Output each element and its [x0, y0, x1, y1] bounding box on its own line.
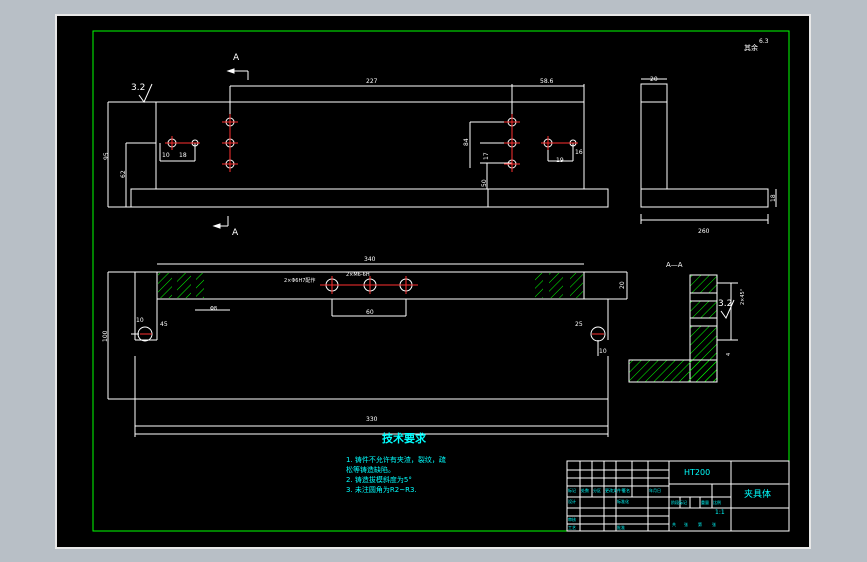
tb-label-approve: 批准 [617, 525, 625, 530]
section-mark-top [226, 68, 249, 80]
tb-label-zone: 分区 [593, 488, 601, 493]
scale: 1:1 [715, 509, 725, 516]
dim-58: 58.6 [540, 78, 554, 85]
tech-requirements-title: 技术要求 [382, 432, 426, 445]
roughness-other-value: 6.3 [759, 38, 769, 45]
roughness-other-prefix: 其余 [744, 44, 758, 52]
section-mark-bottom [212, 216, 229, 229]
dim-19: 19 [556, 157, 564, 164]
side-view [640, 78, 777, 224]
dim-10: 10 [162, 152, 170, 159]
dim-25: 25 [575, 321, 583, 328]
roughness-value-section: 3.2 [718, 299, 733, 309]
tech-requirements-list: 1. 铸件不允许有夹渣，裂纹，疏 松等铸造缺陷。 2. 铸造拔模斜度为5° 3.… [346, 455, 446, 495]
roughness-symbol-top [138, 83, 153, 104]
tb-label-process: 工艺 [568, 525, 576, 530]
dim-chamfer: 2×45° [740, 288, 746, 305]
front-view-centerlines [140, 276, 604, 335]
tech-line-1: 1. 铸件不允许有夹渣，裂纹，疏 [346, 456, 446, 464]
dim-10-left: 10 [136, 317, 144, 324]
dim-100: 100 [102, 330, 109, 342]
roughness-value-top: 3.2 [131, 83, 146, 93]
dim-260: 260 [698, 228, 710, 235]
tb-label-standard: 标准化 [617, 499, 629, 504]
tb-label-total: 共 [672, 522, 676, 527]
section-aa-view [628, 274, 738, 383]
tb-label-no: 第 [698, 522, 702, 527]
dim-18: 18 [179, 152, 187, 159]
tb-label-signature: 签名 [622, 488, 630, 493]
dim-18-side: 18 [770, 194, 777, 202]
dim-20-side: 20 [650, 76, 658, 83]
dim-340: 340 [364, 256, 376, 263]
inner-border [92, 30, 790, 532]
dim-45: 45 [160, 321, 168, 328]
hole-callout-2: 2×M6-6H [346, 272, 370, 278]
dim-20-front: 20 [619, 281, 626, 289]
dim-17: 17 [483, 152, 490, 160]
tb-label-review: 审核 [568, 517, 576, 522]
material: HT200 [684, 468, 711, 477]
tb-label-weight: 重量 [701, 500, 709, 505]
tb-label-date: 年月日 [649, 488, 661, 493]
tech-line-3: 2. 铸造拔模斜度为5° [346, 476, 412, 484]
section-aa-label: A—A [666, 261, 683, 269]
dim-4: 4 [726, 352, 732, 356]
tb-label-count: 处数 [581, 488, 589, 493]
tech-line-2: 松等铸造缺陷。 [346, 466, 395, 474]
dim-62: 62 [120, 170, 127, 178]
dim-phi8: Φ8 [210, 306, 218, 312]
hole-callout: 2×Φ6H7配作 [284, 278, 316, 284]
dim-16: 16 [575, 149, 583, 156]
top-view-centerlines [165, 114, 578, 172]
dim-50: 50 [481, 179, 488, 187]
tb-label-mark: 标记 [568, 488, 576, 493]
title-block [566, 460, 790, 532]
tb-label-change-doc: 更改文件号 [605, 488, 625, 493]
tb-label-scale: 比例 [713, 500, 721, 505]
dim-330: 330 [366, 416, 378, 423]
dim-84: 84 [463, 138, 470, 146]
tb-label-stage: 阶段标记 [671, 500, 687, 505]
front-view-hatch [158, 273, 583, 298]
section-letter-bottom: A [232, 228, 239, 238]
tech-line-4: 3. 未注圆角为R2~R3. [346, 486, 417, 494]
dim-227: 227 [366, 78, 378, 85]
dim-10-right: 10 [599, 348, 607, 355]
part-name: 夹具体 [744, 490, 772, 500]
tb-label-sheets: 张 [684, 522, 688, 527]
section-letter-top: A [233, 53, 240, 63]
dim-95: 95 [103, 152, 110, 160]
tb-label-sheet: 张 [712, 522, 716, 527]
dim-60: 60 [366, 309, 374, 316]
tb-label-design: 设计 [568, 499, 576, 504]
